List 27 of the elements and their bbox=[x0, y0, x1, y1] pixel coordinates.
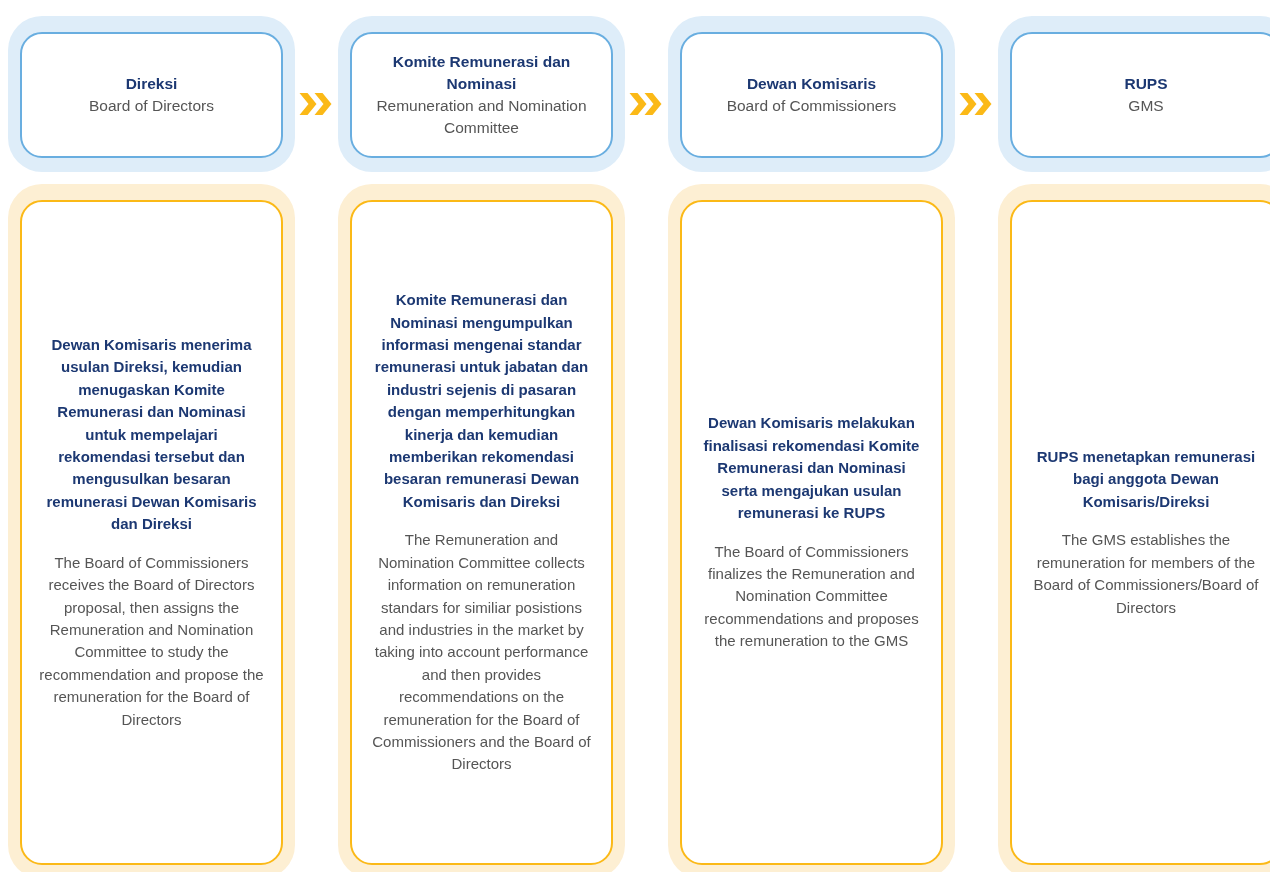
heading-text: Dewan Komisaris melakukan finalisasi rekomendasi Komite Remunerasi dan Nominasi serta mengajukan usulan remunerasi ke RUPS bbox=[702, 413, 921, 524]
process-card bbox=[680, 200, 943, 865]
chevron-arrow bbox=[299, 93, 332, 115]
heading-text: RUPS menetapkan remunerasi bagi anggota Dewan Komisaris/Direksi bbox=[1035, 447, 1257, 512]
heading-text: Dewan Komisaris menerima usulan Direksi, kemudian menugaskan Komite Remunerasi dan Nominasi untuk mempelajari rekomendasi tersebut dan mengusulkan besaran remunerasi Dewan Komisaris dan Direksi bbox=[45, 335, 258, 535]
role-box bbox=[20, 32, 283, 158]
chevron-arrow bbox=[959, 93, 992, 115]
description-text: Board of Commissioners bbox=[726, 96, 897, 116]
process-card bbox=[1010, 200, 1270, 865]
description-text: Remuneration and Nomination Committee bbox=[375, 96, 588, 138]
heading-text: Direksi bbox=[125, 74, 178, 94]
heading-text: Komite Remunerasi dan Nominasi bbox=[391, 52, 572, 94]
role-box bbox=[680, 32, 943, 158]
role-box bbox=[1010, 32, 1270, 158]
process-card bbox=[350, 200, 613, 865]
heading-text: Dewan Komisaris bbox=[746, 74, 877, 94]
role-box bbox=[350, 32, 613, 158]
description-text: GMS bbox=[1128, 96, 1164, 116]
description-text: Board of Directors bbox=[89, 96, 214, 116]
heading-text: Komite Remunerasi dan Nominasi mengumpulkan informasi mengenai standar remunerasi untuk jabatan dan industri sejenis di pasaran dengan memperhitungkan kinerja dan kemudian memberikan rekomendasi besaran remunerasi Dewan Komisaris dan Direksi bbox=[373, 290, 590, 512]
description-text: The Board of Commissioners receives the Board of Directors proposal, then assigns the Remuneration and Nomination Committee to study the recommendation and propose the remuneration for the Board of Directors bbox=[38, 552, 265, 730]
description-text: The Board of Commissioners finalizes the Remuneration and Nomination Committee recommendations and proposes the remuneration to the GMS bbox=[703, 541, 920, 652]
chevron-arrow bbox=[629, 93, 662, 115]
description-text: The GMS establishes the remuneration for members of the Board of Commissioners/Board of Directors bbox=[1032, 530, 1260, 618]
process-card bbox=[20, 200, 283, 865]
description-text: The Remuneration and Nomination Committee collects information on remuneration standars for similiar posistions and industries in the market by taking into account performance and then provides recommendations on the remuneration for the Board of Commissioners and the Board of Directors bbox=[371, 530, 592, 775]
heading-text: RUPS bbox=[1124, 74, 1168, 94]
